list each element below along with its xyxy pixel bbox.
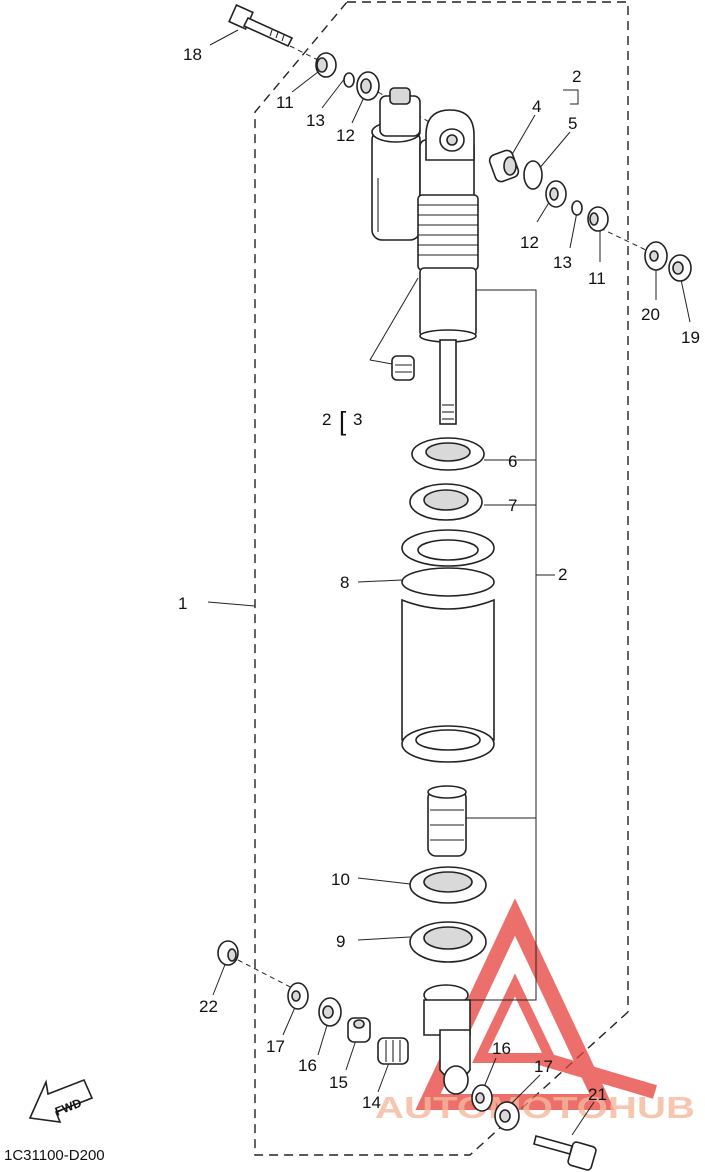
lock-nut-6 xyxy=(411,437,485,471)
label-18: 18 xyxy=(183,45,202,64)
label-19: 19 xyxy=(681,328,700,347)
reservoir xyxy=(371,87,421,241)
lower-clevis xyxy=(423,984,471,1095)
nut-3 xyxy=(391,355,415,381)
bolt-21 xyxy=(533,1135,597,1171)
label-15: 15 xyxy=(329,1073,348,1092)
label-17-right: 17 xyxy=(534,1057,553,1076)
label-12-left: 12 xyxy=(336,126,355,145)
seal-16-right xyxy=(471,1084,493,1112)
bushing-4 xyxy=(488,149,520,183)
label-11-right: 11 xyxy=(588,269,606,288)
label-17-left: 17 xyxy=(266,1037,285,1056)
ring-5 xyxy=(523,160,543,190)
spring-seat-9 xyxy=(409,921,487,963)
label-7: 7 xyxy=(508,496,517,515)
o-ring-13-left xyxy=(343,72,355,88)
washer-17-left xyxy=(287,982,309,1010)
bracket-2-3: [ xyxy=(339,406,347,436)
shock-upper-body xyxy=(417,109,479,425)
nut-11-right xyxy=(587,206,609,232)
bolt-18 xyxy=(228,4,294,48)
label-21: 21 xyxy=(588,1085,607,1104)
label-5: 5 xyxy=(568,114,577,133)
label-9: 9 xyxy=(336,932,345,951)
label-14: 14 xyxy=(362,1093,381,1112)
bearing-14 xyxy=(377,1037,409,1065)
label-20: 20 xyxy=(641,305,660,324)
diagram-code: 1C31100-D200 xyxy=(4,1147,105,1164)
label-4: 4 xyxy=(532,97,541,116)
washer-17-right xyxy=(494,1101,520,1131)
label-22: 22 xyxy=(199,997,218,1016)
spring-8 xyxy=(401,529,495,763)
washer-20 xyxy=(644,241,668,271)
label-2-sub: 2 xyxy=(322,410,331,429)
label-13-right: 13 xyxy=(553,253,572,272)
seal-12-left xyxy=(356,71,380,101)
watermark: AUTOMOTOHUB xyxy=(375,898,695,1125)
label-10: 10 xyxy=(331,870,350,889)
label-1: 1 xyxy=(178,594,187,613)
label-12-right: 12 xyxy=(520,233,539,252)
label-16-right: 16 xyxy=(492,1039,511,1058)
label-2-mid: 2 xyxy=(558,565,567,584)
part-labels: 18 11 13 12 2 4 5 12 13 11 20 19 2 [ 3 6… xyxy=(178,45,700,1112)
label-3: 3 xyxy=(353,410,362,429)
label-6: 6 xyxy=(508,452,517,471)
watermark-text: AUTOMOTOHUB xyxy=(375,1090,695,1125)
label-13-left: 13 xyxy=(306,111,325,130)
collar-15 xyxy=(347,1017,371,1043)
label-2-top: 2 xyxy=(572,67,581,86)
adjuster-nut-7 xyxy=(409,483,483,521)
spring-seat-10 xyxy=(409,866,487,904)
label-16-left: 16 xyxy=(298,1056,317,1075)
triangle-logo xyxy=(415,898,657,1110)
label-8: 8 xyxy=(340,573,349,592)
nut-22 xyxy=(217,940,239,966)
nut-19 xyxy=(668,254,692,282)
label-11-left: 11 xyxy=(276,93,294,112)
fwd-arrow: FWD xyxy=(28,1078,94,1123)
seal-12-right xyxy=(545,180,567,208)
o-ring-13-right xyxy=(571,200,583,216)
bump-stop xyxy=(427,785,467,857)
threaded-collar xyxy=(418,204,478,256)
seal-16-left xyxy=(318,997,342,1027)
arrow-down-left-icon xyxy=(28,1078,94,1123)
nut-11-left xyxy=(315,52,337,78)
